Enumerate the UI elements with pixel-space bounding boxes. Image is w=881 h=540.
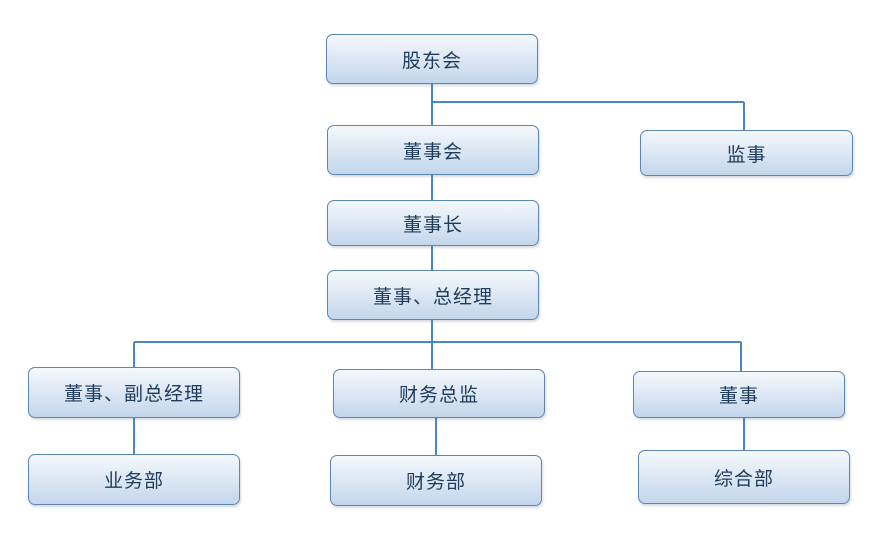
node-chairman-label: 董事长 [402,213,463,236]
node-business-dept: 业务部 [28,454,240,505]
node-finance-dept-label: 财务部 [405,471,466,493]
node-cfo: 财务总监 [333,369,545,418]
node-supervisor-label: 监事 [726,143,767,166]
node-business-dept-label: 业务部 [103,470,164,492]
node-shareholders: 股东会 [326,34,538,84]
node-director: 董事 [633,371,845,418]
node-board: 董事会 [327,125,539,175]
node-shareholders-label: 股东会 [401,49,462,72]
node-finance-dept: 财务部 [330,455,542,506]
node-chairman: 董事长 [327,200,539,246]
node-general-dept: 综合部 [638,450,850,504]
node-director-gm: 董事、总经理 [327,270,539,320]
node-director-deputy-gm: 董事、副总经理 [28,367,240,418]
node-cfo-label: 财务总监 [398,384,479,406]
node-general-dept-label: 综合部 [713,467,774,490]
node-director-label: 董事 [718,385,759,407]
node-director-deputy-gm-label: 董事、副总经理 [63,383,204,405]
node-board-label: 董事会 [402,140,463,163]
node-director-gm-label: 董事、总经理 [372,285,493,308]
node-supervisor: 监事 [640,130,853,176]
